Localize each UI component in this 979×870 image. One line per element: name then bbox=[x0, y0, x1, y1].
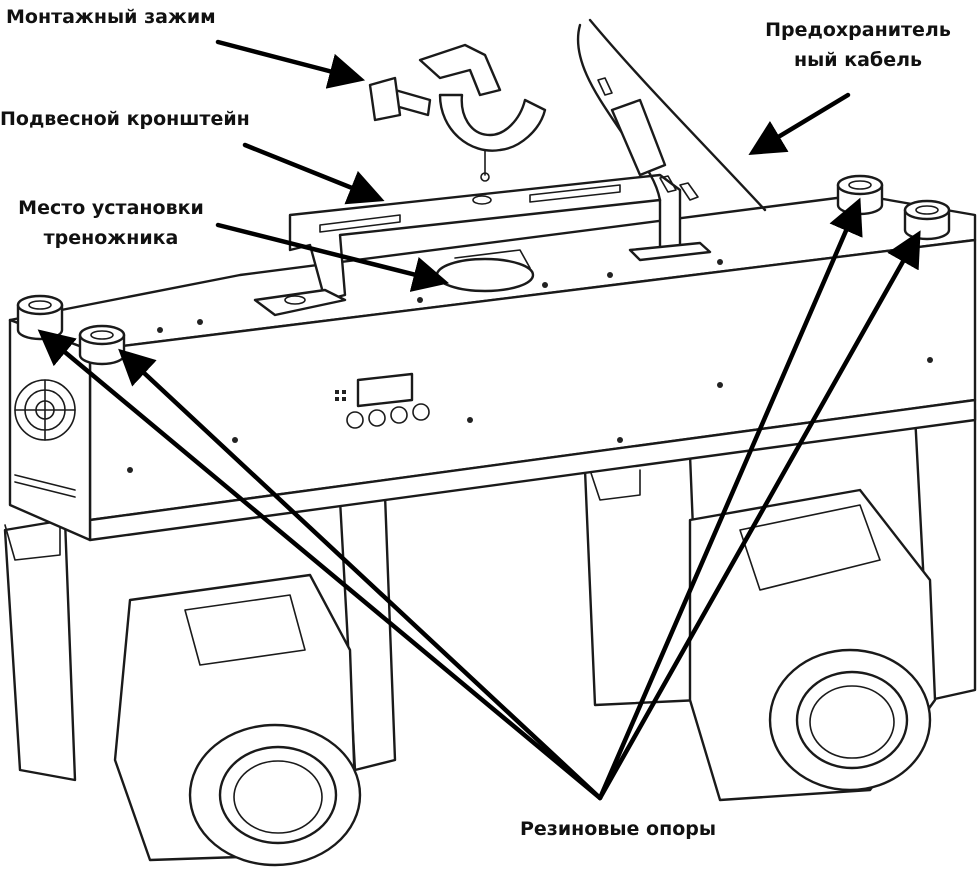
label-rubber-feet: Резиновые опоры bbox=[520, 818, 717, 840]
callout-arrows bbox=[37, 39, 921, 801]
fan-grille-icon bbox=[14, 379, 76, 441]
label-safety-cable: Предохранитель ный кабель bbox=[738, 15, 978, 75]
label-safety-cable-line2: ный кабель bbox=[793, 49, 923, 71]
hanging-bracket bbox=[253, 173, 712, 317]
rubber-foot-front-left bbox=[16, 294, 64, 341]
label-tripod-mount-line2: треножника bbox=[43, 227, 179, 249]
arrow-rubber-foot-3 bbox=[597, 197, 863, 801]
right-moving-head bbox=[583, 408, 977, 802]
arrow-tripod-mount bbox=[215, 222, 450, 292]
display-panel-icon bbox=[335, 372, 430, 429]
tripod-mount bbox=[435, 249, 535, 293]
arrow-rubber-foot-4 bbox=[597, 230, 921, 801]
rubber-foot-front-right bbox=[78, 324, 126, 366]
label-tripod-mount: Место установки треножника bbox=[0, 193, 222, 253]
label-mounting-clamp: Монтажный зажим bbox=[6, 6, 216, 28]
arrow-hanging-bracket bbox=[242, 142, 385, 205]
label-safety-cable-line1: Предохранитель bbox=[765, 19, 951, 41]
label-hanging-bracket: Подвесной кронштейн bbox=[0, 108, 250, 130]
left-moving-head bbox=[3, 493, 397, 867]
arrow-mounting-clamp bbox=[215, 39, 366, 89]
arrow-rubber-foot-2 bbox=[118, 348, 603, 801]
mounting-clamp-icon bbox=[368, 43, 547, 182]
arrow-rubber-foot-1 bbox=[37, 329, 603, 801]
arrow-safety-cable bbox=[748, 92, 851, 155]
label-tripod-mount-line1: Место установки bbox=[18, 197, 204, 219]
rubber-foot-rear-left bbox=[836, 174, 884, 216]
rubber-foot-rear-right bbox=[903, 199, 951, 241]
safety-cable-icon bbox=[576, 18, 767, 212]
